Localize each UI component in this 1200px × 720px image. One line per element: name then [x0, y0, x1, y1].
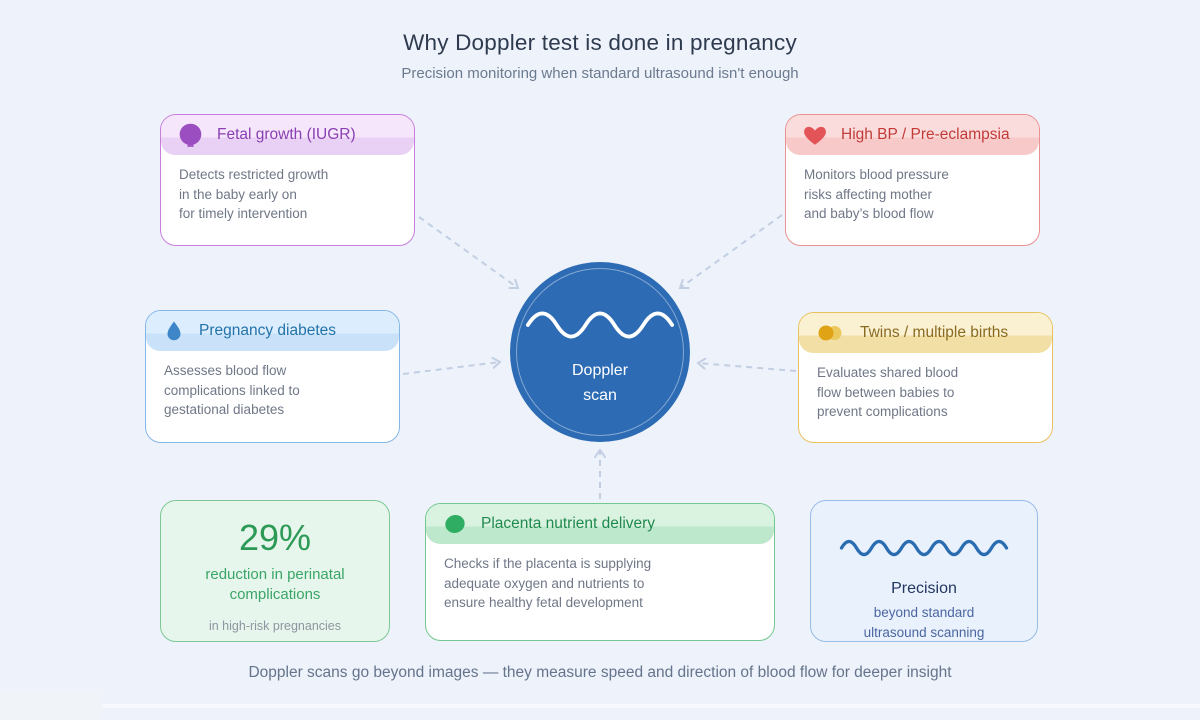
card-placenta: Placenta nutrient delivery Checks if the…	[425, 503, 775, 641]
card-header: Twins / multiple births	[799, 313, 1052, 353]
doppler-scan-node: Doppler scan	[510, 262, 690, 442]
stat-card: 29% reduction in perinatal complications…	[160, 500, 390, 642]
card-header: Fetal growth (IUGR)	[161, 115, 414, 155]
canvas-edge-line	[102, 704, 1200, 708]
card-fetal-growth: Fetal growth (IUGR) Detects restricted g…	[160, 114, 415, 246]
header: Why Doppler test is done in pregnancy Pr…	[0, 30, 1200, 82]
card-title: Twins / multiple births	[860, 324, 1009, 341]
stat-sublabel: in high-risk pregnancies	[208, 618, 341, 633]
page-title: Why Doppler test is done in pregnancy	[403, 30, 797, 55]
card-high-bp: High BP / Pre-eclampsia Monitors blood p…	[785, 114, 1040, 246]
stat-value: 29%	[238, 517, 312, 558]
footer-note: Doppler scans go beyond images — they me…	[248, 664, 952, 681]
card-twins: Twins / multiple births Evaluates shared…	[798, 312, 1053, 443]
waveform-icon	[839, 539, 1009, 557]
card-title: High BP / Pre-eclampsia	[841, 126, 1010, 143]
droplet-icon	[162, 319, 186, 343]
card-body: Monitors blood pressure risks affecting …	[804, 167, 949, 222]
card-title: Fetal growth (IUGR)	[217, 126, 356, 143]
card-title: Pregnancy diabetes	[199, 322, 337, 339]
card-title: Placenta nutrient delivery	[481, 515, 656, 532]
card-body: Checks if the placenta is supplying adeq…	[444, 556, 652, 611]
inner-ring	[516, 268, 684, 436]
connector-arrow-diabetes	[402, 356, 502, 375]
precision-subtitle: beyond standard ultrasound scanning	[863, 605, 985, 640]
page-subtitle: Precision monitoring when standard ultra…	[401, 65, 799, 82]
connector-arrow-twins	[696, 357, 797, 372]
twin-circles-icon	[815, 321, 847, 345]
card-body: Assesses blood flow complications linked…	[164, 363, 300, 418]
card-header: Pregnancy diabetes	[146, 311, 399, 351]
placenta-blob-icon	[442, 511, 468, 537]
stat-label: reduction in perinatal complications	[205, 566, 345, 604]
card-pregnancy-diabetes: Pregnancy diabetes Assesses blood flow c…	[145, 310, 400, 443]
heart-icon	[802, 122, 828, 148]
baby-head-icon	[177, 122, 204, 149]
connector-arrow-bp	[678, 214, 783, 290]
card-header: High BP / Pre-eclampsia	[786, 115, 1039, 155]
precision-title: Precision	[891, 580, 957, 597]
card-body: Evaluates shared blood flow between babi…	[817, 365, 959, 420]
connector-arrow-fetal	[418, 216, 520, 290]
precision-card: Precision beyond standard ultrasound sca…	[810, 500, 1038, 642]
card-body: Detects restricted growth in the baby ea…	[179, 167, 329, 222]
card-header: Placenta nutrient delivery	[426, 504, 774, 544]
canvas-edge-corner	[0, 690, 102, 720]
